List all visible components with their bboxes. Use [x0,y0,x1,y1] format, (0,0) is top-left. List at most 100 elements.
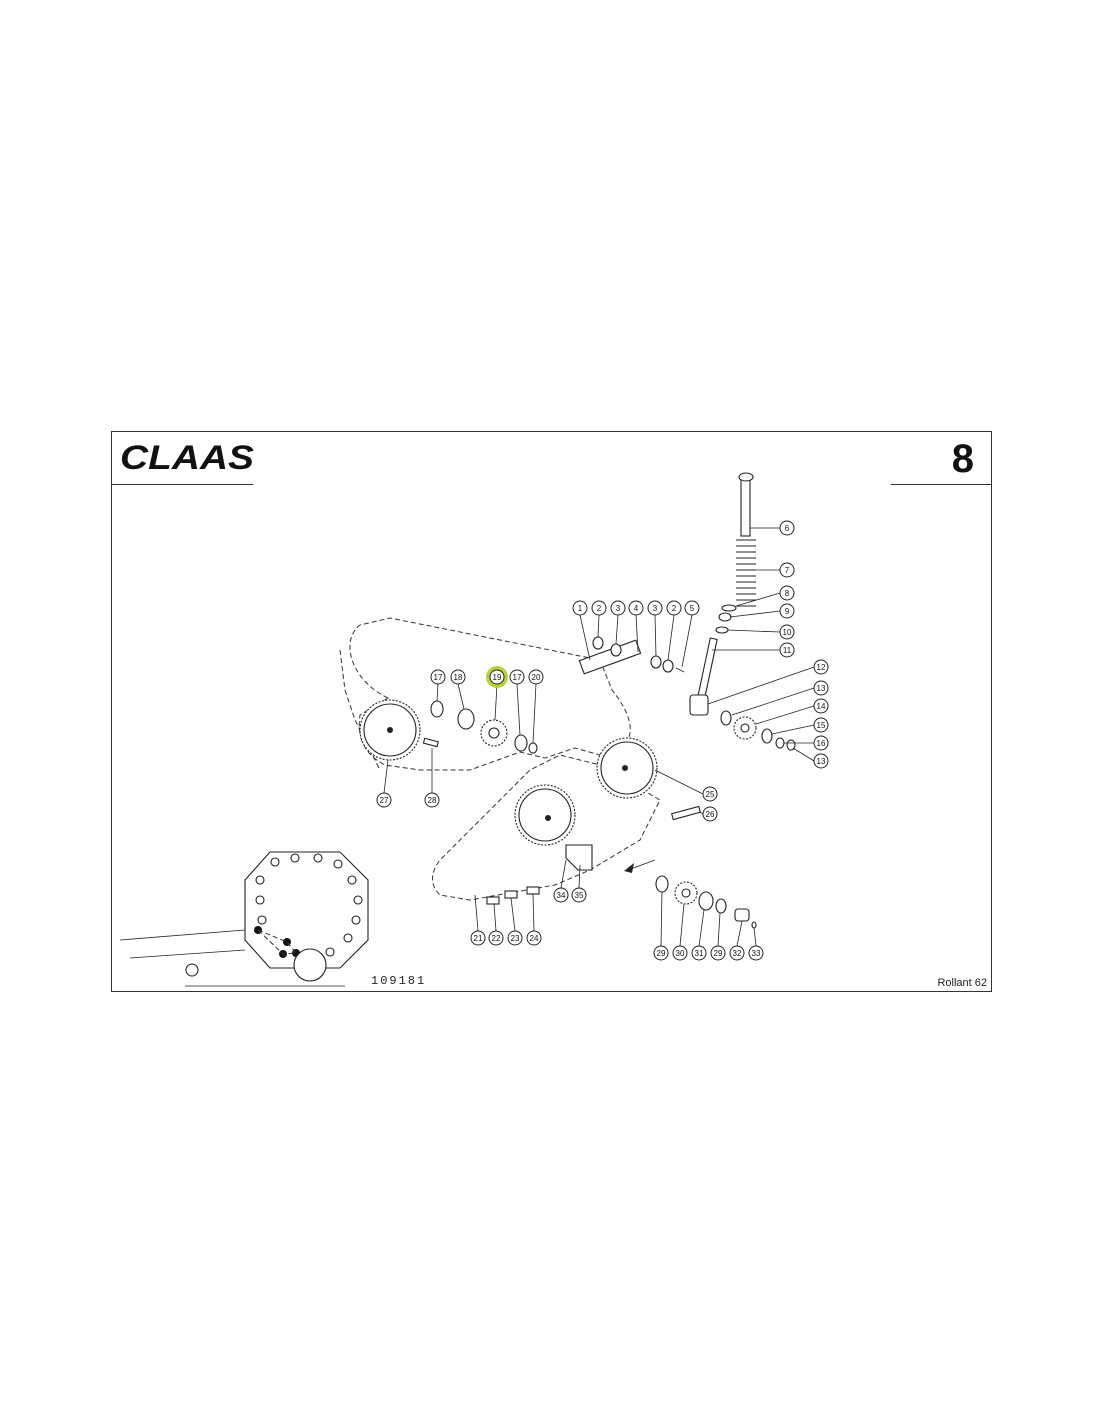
callout-circle [647,600,663,616]
callout-circle [779,624,795,640]
callout-leader-17 [516,683,521,736]
callout-leader-13 [731,687,815,716]
callout-label: 6 [785,524,790,533]
callout-label: 27 [380,796,389,805]
callout-leader-17 [436,683,439,702]
callout-31: 31 [691,945,707,961]
callout-label: 4 [634,604,639,613]
part-shaft-1 [578,639,642,675]
callout-34: 34 [553,887,569,903]
part-ring-2 [592,636,604,650]
callout-leader-9 [729,610,781,618]
part-ring-13 [720,710,732,726]
callout-label: 19 [493,673,502,682]
callout-26: 26 [702,806,718,822]
lower-chain-loop [432,754,661,901]
callout-label: 28 [428,796,437,805]
callout-16: 16 [813,735,829,751]
callout-circle [591,600,607,616]
model-name: Rollant 62 [937,977,987,989]
callout-19: 19 [486,666,508,688]
part-bearing-18 [457,708,475,730]
callout-5: 5 [684,600,700,616]
part-key-28 [422,737,439,748]
part-sprocket-19 [480,719,508,747]
callout-circle [779,585,795,601]
callout-label: 22 [492,934,501,943]
callout-leader-12 [707,666,815,705]
part-ring-2b [662,659,674,673]
callout-leader-33 [753,927,757,947]
callout-label: 18 [454,673,463,682]
callout-28: 28 [424,792,440,808]
callout-27: 27 [376,792,392,808]
machine-overview-inset [119,851,369,987]
sprocket-left-center [514,784,576,846]
callout-label: 13 [817,684,826,693]
callout-leader-10 [727,629,781,633]
callout-2: 2 [666,600,682,616]
callout-label: 16 [817,739,826,748]
callout-label: 10 [783,628,792,637]
part-ring-13b [786,739,796,751]
callout-29: 29 [653,945,669,961]
callout-9: 9 [779,603,795,619]
callout-leader-20 [532,683,537,744]
callout-leader-5 [681,614,693,668]
callout-8: 8 [779,585,795,601]
part-nut-10 [715,626,729,634]
part-ring-29b [715,898,727,914]
part-bolt-6 [740,477,751,537]
part-ring-33 [751,921,757,929]
callout-circle [572,600,588,616]
callout-17: 17 [430,669,446,685]
callout-leader-18 [457,683,465,710]
callout-label: 26 [706,810,715,819]
callout-circle [813,698,829,714]
callout-7: 7 [779,562,795,578]
callout-label: 25 [706,790,715,799]
callout-circle [528,669,544,685]
callout-10: 10 [779,624,795,640]
part-sprocket-14 [733,716,757,740]
callout-18: 18 [450,669,466,685]
callout-circle [813,659,829,675]
callout-32: 32 [729,945,745,961]
callout-leader-32 [736,920,743,947]
callout-label: 33 [752,949,761,958]
callout-circle [779,642,795,658]
callout-12: 12 [813,659,829,675]
callout-leader-14 [755,705,815,725]
callout-24: 24 [526,930,542,946]
callout-circle [509,669,525,685]
callout-17: 17 [509,669,525,685]
callout-circle [813,753,829,769]
callout-label: 3 [653,604,658,613]
part-pin-26 [671,805,701,821]
callout-13: 13 [813,753,829,769]
callout-circle [553,887,569,903]
callout-circle [710,945,726,961]
callout-3: 3 [610,600,626,616]
callout-30: 30 [672,945,688,961]
callout-circle [424,792,440,808]
callout-circle [666,600,682,616]
callout-label: 15 [817,721,826,730]
callout-circle [571,887,587,903]
callout-leader-21 [474,894,479,932]
drawing-number: 109181 [371,974,427,988]
header-rule-right [891,484,992,485]
drawing-frame [111,431,992,992]
callout-label: 23 [511,934,520,943]
callout-circle [729,945,745,961]
callout-label: 8 [785,589,790,598]
part-ring-16 [775,737,785,749]
callout-leader-31 [698,909,705,947]
callout-label: 3 [616,604,621,613]
part-sprocket-30 [674,881,698,905]
callout-label: 24 [530,934,539,943]
header-rule-left [111,484,253,485]
callout-2: 2 [591,600,607,616]
callout-label: 5 [690,604,695,613]
